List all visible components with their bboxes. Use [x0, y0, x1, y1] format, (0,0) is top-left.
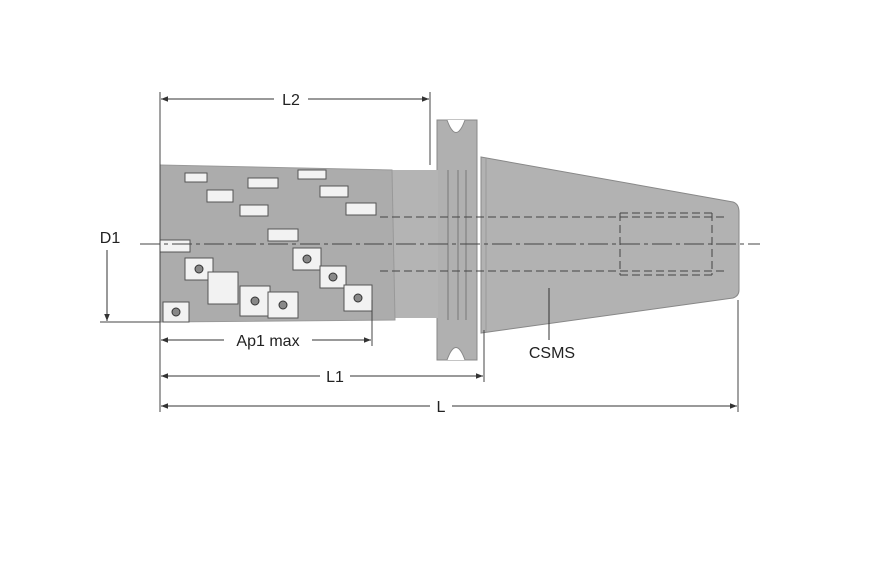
extension-lines: [100, 92, 739, 412]
insert: [319, 185, 349, 198]
insert-screws: [171, 254, 363, 317]
insert: [207, 271, 239, 305]
l-label: L: [437, 399, 446, 416]
csms-label: CSMS: [529, 345, 575, 362]
insert: [159, 239, 191, 253]
flange-groove: [446, 119, 466, 133]
d1-label: D1: [100, 230, 121, 247]
insert: [239, 204, 269, 217]
flange-groove-bottom: [446, 347, 466, 361]
insert: [247, 177, 279, 189]
inserts: [159, 169, 377, 323]
l2-label: L2: [282, 92, 300, 109]
l1-label: L1: [326, 369, 344, 386]
insert: [267, 228, 299, 242]
insert: [184, 172, 208, 183]
insert: [345, 202, 377, 216]
flange: [436, 119, 478, 361]
ap1-max-label: Ap1 max: [236, 333, 299, 350]
insert: [206, 189, 234, 203]
insert: [297, 169, 327, 180]
taper-shank: [480, 156, 740, 334]
